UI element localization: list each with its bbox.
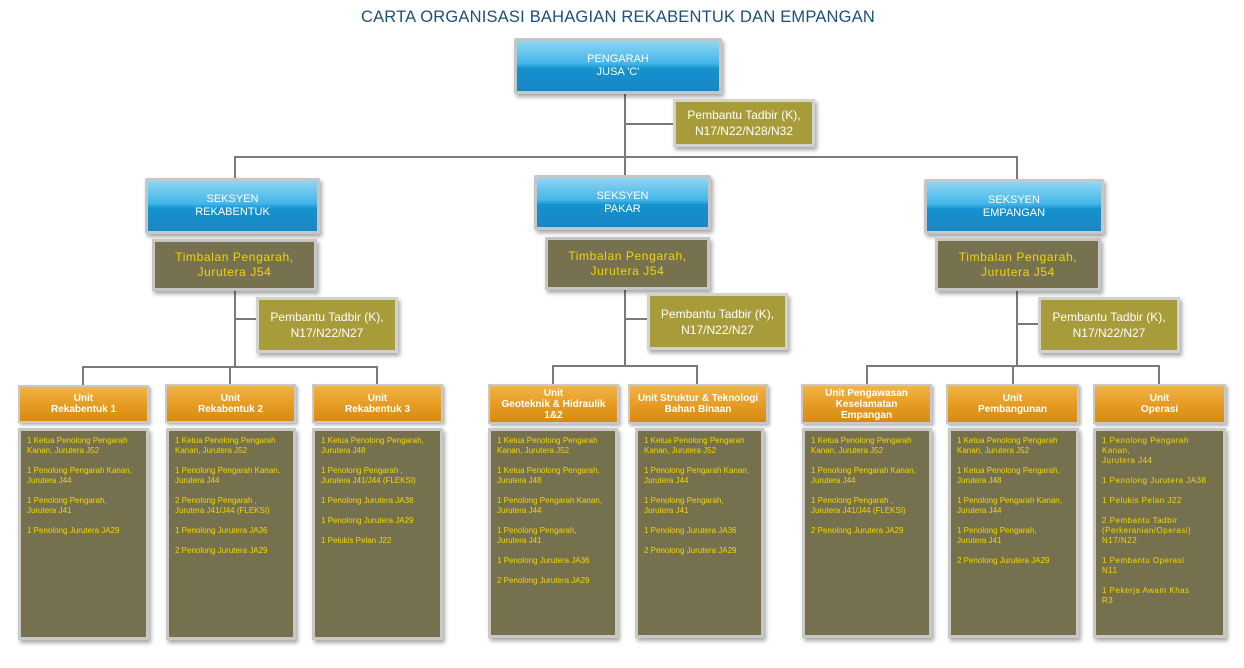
page-title: CARTA ORGANISASI BAHAGIAN REKABENTUK DAN… xyxy=(360,8,876,26)
staff-item: 1 Pekerja Awam Khas R3 xyxy=(1102,586,1190,605)
staff-item: 2 Penolong Jurutera JA29 xyxy=(497,576,590,585)
staff-item: 1 Pelukis Pelan J22 xyxy=(1102,496,1182,505)
staff-item: 2 Penolong Jurutera JA29 xyxy=(175,546,268,555)
staff-item: 1 Penolong Pengarah Kanan, Jurutera J44 xyxy=(811,466,916,485)
unit-label: Unit Rekabentuk 1 xyxy=(50,393,117,415)
unit-label: Unit Pengawasan Keselamatan Empangan xyxy=(825,387,908,421)
deputy-label: Timbalan Pengarah, Jurutera J54 xyxy=(958,249,1078,279)
staff-item: 1 Penolong Jurutera JA38 xyxy=(321,496,414,505)
unit-label: Unit Struktur & Teknologi Bahan Binaan xyxy=(637,393,759,415)
section-label: SEKSYEN PAKAR xyxy=(596,189,649,215)
staff-item: 1 Penolong Pengarah, Jurutera J41 xyxy=(957,526,1037,545)
section-assistant-box: Pembantu Tadbir (K), N17/N22/N27 xyxy=(256,297,398,353)
unit-label: Unit Rekabentuk 3 xyxy=(344,392,411,415)
staff-item: 1 Penolong Pengarah, Jurutera J41 xyxy=(27,496,107,515)
unit-staff-list: 1 Ketua Penolong Pengarah Kanan, Juruter… xyxy=(488,428,618,638)
staff-item: 1 Penolong Pengarah Kanan, Jurutera J44 xyxy=(27,466,132,485)
staff-item: 1 Penolong Pengarah Kanan, Jurutera J44 xyxy=(1102,436,1189,465)
staff-item: 1 Penolong Pengarah , Jurutera J41/J44 (… xyxy=(811,496,906,515)
unit-header: Unit Pembangunan xyxy=(946,384,1079,424)
deputy-label: Timbalan Pengarah, Jurutera J54 xyxy=(568,248,687,278)
staff-item: 1 Penolong Jurutera JA29 xyxy=(27,526,120,535)
staff-item: 1 Pembantu Operasi N11 xyxy=(1102,556,1185,575)
staff-item: 1 Penolong Jurutera JA29 xyxy=(321,516,414,525)
deputy-label: Timbalan Pengarah, Jurutera J54 xyxy=(175,250,294,279)
deputy-box: Timbalan Pengarah, Jurutera J54 xyxy=(545,237,710,290)
staff-item: 1 Ketua Penolong Pengarah Kanan, Juruter… xyxy=(644,436,745,455)
director-assistant-label: Pembantu Tadbir (K), N17/N22/N28/N32 xyxy=(687,108,801,138)
staff-item: 1 Penolong Pengarah Kanan, Jurutera J44 xyxy=(175,466,280,485)
unit-header: Unit Geoteknik & Hidraulik 1&2 xyxy=(488,384,619,424)
staff-item: 1 Penolong Pengarah Kanan, Jurutera J44 xyxy=(644,466,749,485)
staff-item: 2 Penolong Jurutera JA29 xyxy=(957,556,1050,565)
section-assistant-label: Pembantu Tadbir (K), N17/N22/N27 xyxy=(270,310,384,340)
section-assistant-label: Pembantu Tadbir (K), N17/N22/N27 xyxy=(660,306,775,337)
section-label: SEKSYEN EMPANGAN xyxy=(982,193,1046,219)
staff-item: 2 Penolong Jurutera JA29 xyxy=(644,546,737,555)
unit-header: Unit Rekabentuk 2 xyxy=(165,384,296,423)
unit-staff-list: 1 Ketua Penolong Pengarah Kanan, Juruter… xyxy=(18,428,149,640)
section-assistant-box: Pembantu Tadbir (K), N17/N22/N27 xyxy=(647,293,788,350)
staff-item: 1 Ketua Penolong Pengarah Kanan, Juruter… xyxy=(175,436,276,455)
section-pakar-box: SEKSYEN PAKAR xyxy=(534,175,711,230)
staff-item: 1 Ketua Penolong Pengarah, Jurutera J48 xyxy=(497,466,600,485)
staff-item: 1 Penolong Jurutera JA36 xyxy=(175,526,268,535)
staff-item: 1 Pelukis Pelan J22 xyxy=(321,536,392,545)
unit-label: Unit Pembangunan xyxy=(978,393,1047,415)
unit-label: Unit Rekabentuk 2 xyxy=(197,392,264,415)
unit-label: Unit Geoteknik & Hidraulik 1&2 xyxy=(501,387,606,421)
unit-staff-list: 1 Ketua Penolong Pengarah Kanan, Juruter… xyxy=(948,428,1079,638)
staff-item: 2 Penolong Jurutera JA29 xyxy=(811,526,904,535)
section-label: SEKSYEN REKABENTUK xyxy=(195,193,270,218)
unit-staff-list: 1 Ketua Penolong Pengarah Kanan, Juruter… xyxy=(802,428,932,638)
staff-item: 1 Ketua Penolong Pengarah Kanan, Juruter… xyxy=(957,436,1058,455)
staff-item: 1 Penolong Jurutera JA36 xyxy=(644,526,737,535)
director-box: PENGARAH JUSA 'C' xyxy=(514,38,722,94)
section-assistant-box: Pembantu Tadbir (K), N17/N22/N27 xyxy=(1038,297,1180,353)
unit-label: Unit Operasi xyxy=(1140,393,1179,415)
director-assistant-box: Pembantu Tadbir (K), N17/N22/N28/N32 xyxy=(673,99,815,147)
staff-item: 1 Penolong Pengarah Kanan, Jurutera J44 xyxy=(497,496,602,515)
staff-item: 1 Ketua Penolong Pengarah Kanan, Juruter… xyxy=(497,436,598,455)
staff-item: 1 Penolong Pengarah , Jurutera J41/J44 (… xyxy=(321,466,416,485)
unit-staff-list: 1 Ketua Penolong Pengarah Kanan, Juruter… xyxy=(166,428,296,640)
deputy-box: Timbalan Pengarah, Jurutera J54 xyxy=(152,239,317,291)
unit-staff-list: 1 Penolong Pengarah Kanan, Jurutera J44 … xyxy=(1093,428,1226,638)
section-empangan-box: SEKSYEN EMPANGAN xyxy=(924,179,1104,234)
deputy-box: Timbalan Pengarah, Jurutera J54 xyxy=(935,238,1101,291)
unit-header: Unit Struktur & Teknologi Bahan Binaan xyxy=(628,384,768,424)
staff-item: 1 Ketua Penolong Pengarah Kanan, Juruter… xyxy=(811,436,912,455)
section-assistant-label: Pembantu Tadbir (K), N17/N22/N27 xyxy=(1052,310,1166,340)
staff-item: 1 Ketua Penolong Pengarah, Jurutera J48 xyxy=(957,466,1060,485)
unit-staff-list: 1 Ketua Penolong Pengarah Kanan, Juruter… xyxy=(635,428,764,638)
unit-staff-list: 1 Ketua Penolong Pengarah, Jurutera J48 … xyxy=(312,428,443,640)
director-label: PENGARAH JUSA 'C' xyxy=(587,53,649,78)
staff-item: 1 Penolong Pengarah, Jurutera J41 xyxy=(644,496,724,515)
staff-item: 1 Penolong Jurutera JA36 xyxy=(497,556,590,565)
staff-item: 2 Penolong Pengarah , Jurutera J41/J44 (… xyxy=(175,496,270,515)
staff-item: 1 Ketua Penolong Pengarah, Jurutera J48 xyxy=(321,436,424,455)
staff-item: 2 Pembantu Tadbir (Perkeranian/Operasi) … xyxy=(1102,516,1192,545)
unit-header: Unit Operasi xyxy=(1093,384,1226,424)
unit-header: Unit Pengawasan Keselamatan Empangan xyxy=(801,384,932,424)
unit-header: Unit Rekabentuk 3 xyxy=(312,384,443,423)
staff-item: 1 Penolong Pengarah, Jurutera J41 xyxy=(497,526,577,545)
staff-item: 1 Penolong Pengarah Kanan, Jurutera J44 xyxy=(957,496,1062,515)
section-rekabentuk-box: SEKSYEN REKABENTUK xyxy=(145,178,320,234)
unit-header: Unit Rekabentuk 1 xyxy=(18,385,149,423)
staff-item: 1 Ketua Penolong Pengarah Kanan, Juruter… xyxy=(27,436,128,455)
staff-item: 1 Penolong Jurutera JA38 xyxy=(1102,476,1207,485)
